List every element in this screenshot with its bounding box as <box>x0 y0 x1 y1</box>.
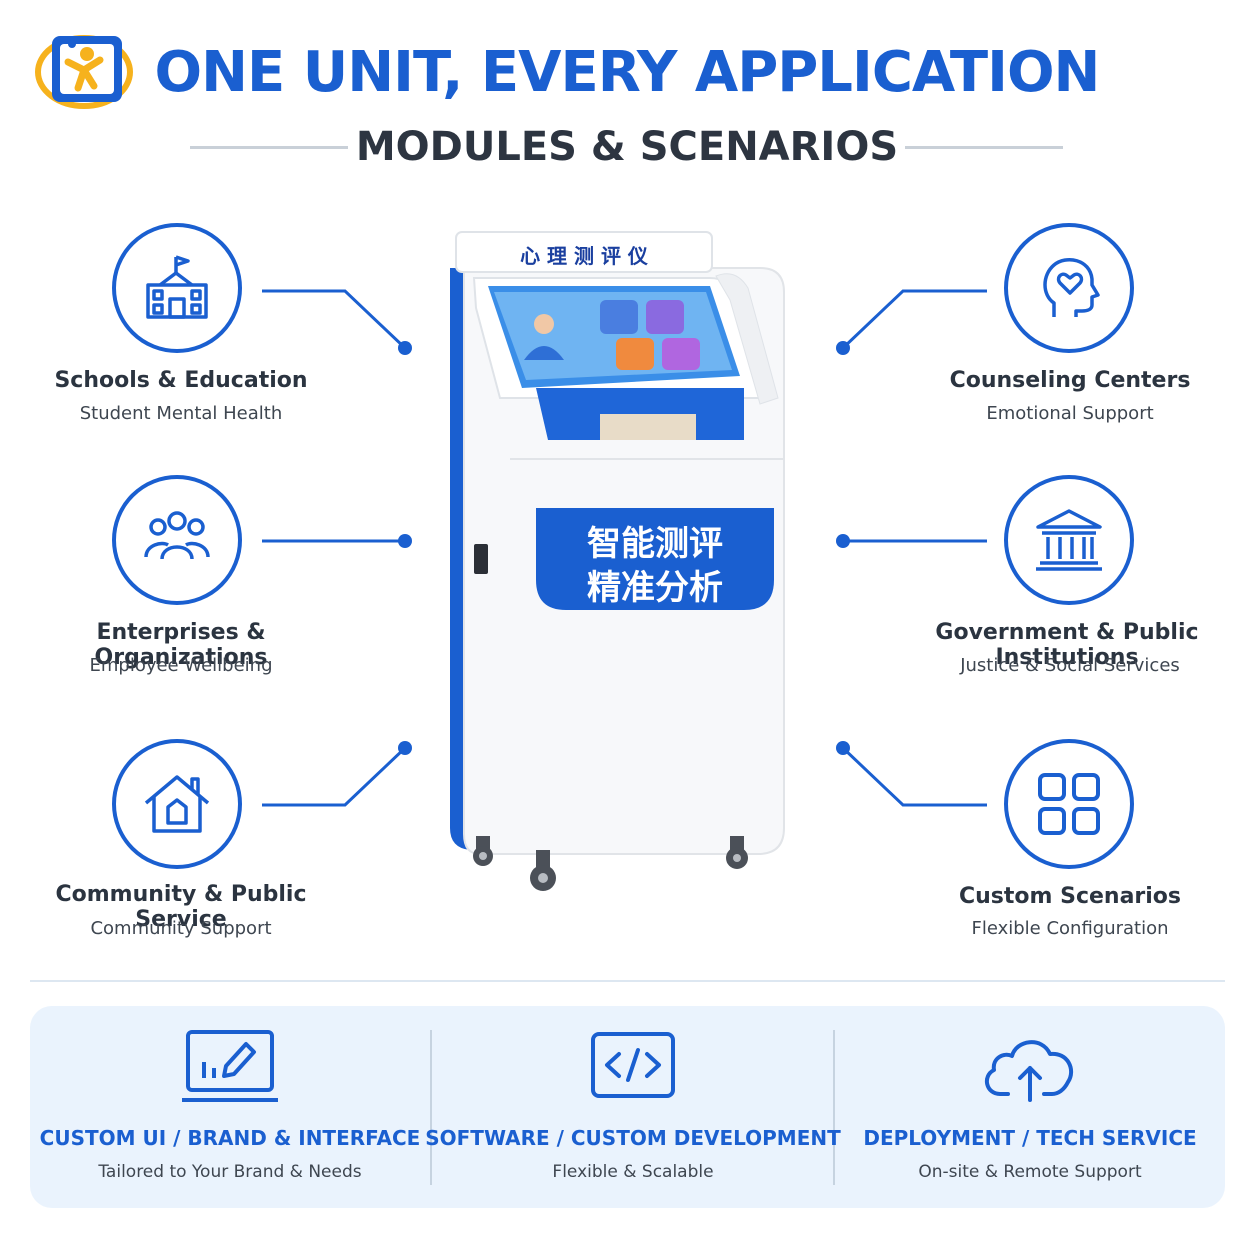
monitor-edit-icon <box>182 1030 278 1102</box>
kiosk-panel-line1: 智能测评 <box>587 524 723 564</box>
institution-icon <box>1004 475 1134 605</box>
page-subtitle: MODULES & SCENARIOS <box>355 124 899 170</box>
code-icon <box>591 1032 675 1098</box>
kiosk-top-sign: 心 理 测 评 仪 <box>520 244 648 268</box>
scenario-government-label: Government & Public Institutions <box>935 620 1199 670</box>
scenario-counseling-sub: Emotional Support <box>986 403 1154 424</box>
scenario-enterprises-sub: Employee Wellbeing <box>89 655 273 676</box>
scenario-custom-sub: Flexible Configuration <box>971 918 1169 939</box>
scenario-custom-label: Custom Scenarios <box>958 884 1182 909</box>
scenario-government-sub: Justice & Social Services <box>960 655 1180 676</box>
school-building-icon <box>112 223 242 353</box>
section-divider <box>30 980 1225 982</box>
subtitle-rule-left <box>190 146 348 149</box>
service-deployment-sub: On-site & Remote Support <box>918 1162 1142 1182</box>
scenario-enterprises-label: Enterprises & Organizations <box>94 620 268 670</box>
scenario-schools-label: Schools & Education <box>54 368 308 393</box>
service-divider-1 <box>430 1030 432 1185</box>
services-band <box>30 1006 1225 1208</box>
service-software-title: SOFTWARE / CUSTOM DEVELOPMENT <box>425 1126 841 1150</box>
service-software-sub: Flexible & Scalable <box>552 1162 714 1182</box>
service-deployment-title: DEPLOYMENT / TECH SERVICE <box>863 1126 1197 1150</box>
service-software: SOFTWARE / CUSTOM DEVELOPMENT Flexible &… <box>425 1006 841 1208</box>
page-title: ONE UNIT, EVERY APPLICATION <box>154 40 1101 105</box>
service-custom-ui-title: CUSTOM UI / BRAND & INTERFACE <box>39 1126 421 1150</box>
service-deployment: DEPLOYMENT / TECH SERVICE On-site & Remo… <box>835 1006 1225 1208</box>
head-heart-icon <box>1004 223 1134 353</box>
kiosk-panel-line2: 精准分析 <box>587 568 723 608</box>
service-custom-ui: CUSTOM UI / BRAND & INTERFACE Tailored t… <box>30 1006 430 1208</box>
scenario-schools-sub: Student Mental Health <box>79 403 283 424</box>
kiosk-machine: 心 理 测 评 仪 智能测评 精准分析 <box>440 228 800 898</box>
scenario-community-sub: Community Support <box>90 918 272 939</box>
brand-logo <box>34 26 138 110</box>
people-group-icon <box>112 475 242 605</box>
grid-apps-icon <box>1004 739 1134 869</box>
scenario-counseling-label: Counseling Centers <box>949 368 1191 393</box>
subtitle-rule-right <box>905 146 1063 149</box>
scenario-community-label: Community & Public Service <box>55 882 307 932</box>
cloud-upload-icon <box>984 1040 1074 1102</box>
home-icon <box>112 739 242 869</box>
service-custom-ui-sub: Tailored to Your Brand & Needs <box>98 1162 362 1182</box>
service-divider-2 <box>833 1030 835 1185</box>
